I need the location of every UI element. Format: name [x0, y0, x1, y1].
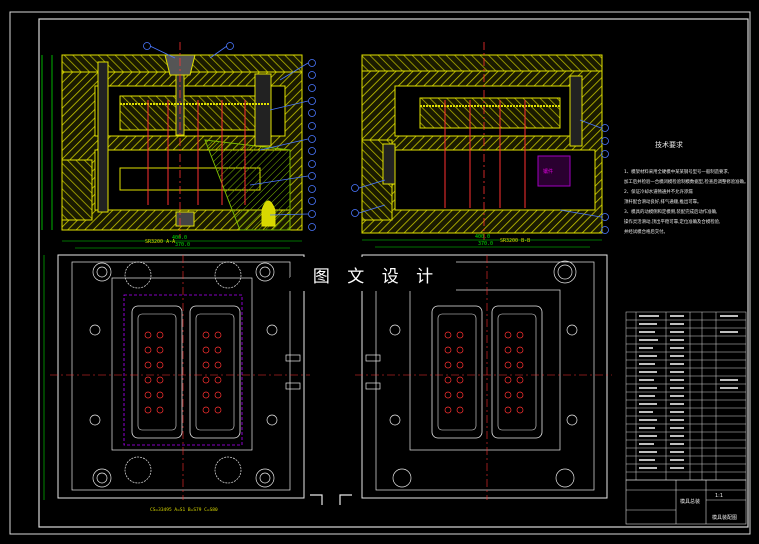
dim-width-right: 400.0: [475, 234, 490, 240]
parts-list-entries: [639, 315, 738, 469]
section-view-right: [361, 42, 603, 240]
section-note-left: SR3200 A-A: [145, 239, 175, 245]
parts-list: [625, 311, 747, 481]
section-note-right: SR3200 B-B: [500, 238, 530, 244]
tech-title: 技术要求: [655, 140, 683, 149]
tech-line-3: 2、保证冷却水道畅通并不允许渗漏: [624, 188, 693, 195]
plan-note-left: CS=33495 A=S1 B=S79 C=S80: [150, 507, 218, 513]
tech-line-5: 3、模具的动模侧和定模侧,装配完成后动作准确,: [624, 208, 717, 215]
plan-view-right: [355, 254, 612, 500]
tech-line-1: 1、模架材料采用全硬模中某某钢号型号一般制造要求,: [624, 168, 729, 175]
outer-frame: [9, 11, 751, 535]
dimension-lines-top: [43, 239, 602, 500]
title-block-text: 模具总装 模具装配图 1:1: [680, 493, 737, 521]
dim-inner-right: 370.0: [478, 241, 493, 247]
section-marks: [310, 494, 352, 505]
title-name: 模具总装: [680, 498, 700, 505]
technical-requirements: 技术要求 1、模架材料采用全硬模中某某钢号型号一般制造要求, 加工后并检验一合模…: [624, 140, 748, 235]
title-scale: 1:1: [715, 493, 723, 499]
tech-line-7: 并经试模合格后交付。: [624, 228, 668, 235]
tech-line-4: 顶杆配合滑动良好,排气通顺,推出可靠。: [624, 198, 701, 205]
title-block: [625, 479, 747, 525]
tech-line-2: 加工后并检验一合模闭模检验制模数据型,检查后调整修验准确。: [624, 178, 748, 185]
dimension-text: 400.0 370.0 400.0 370.0 SR3200 A-A SR320…: [145, 234, 530, 248]
tech-line-6: 操作灵活滑动,顶出平稳可靠,定位准确及合模检验,: [624, 218, 720, 225]
core-insert-label: 镶件: [543, 168, 553, 175]
balloon-leaders-right: [351, 119, 609, 234]
title-sub: 模具装配图: [712, 514, 737, 521]
section-view-left: [41, 42, 303, 238]
balloon-leaders-left: [143, 42, 316, 231]
inner-frame: [38, 18, 749, 528]
dim-width-left: 400.0: [172, 235, 187, 241]
plan-view-left: [50, 254, 310, 500]
dim-inner-left: 370.0: [175, 242, 190, 248]
watermark-label: 图 文 设 计: [288, 257, 456, 291]
